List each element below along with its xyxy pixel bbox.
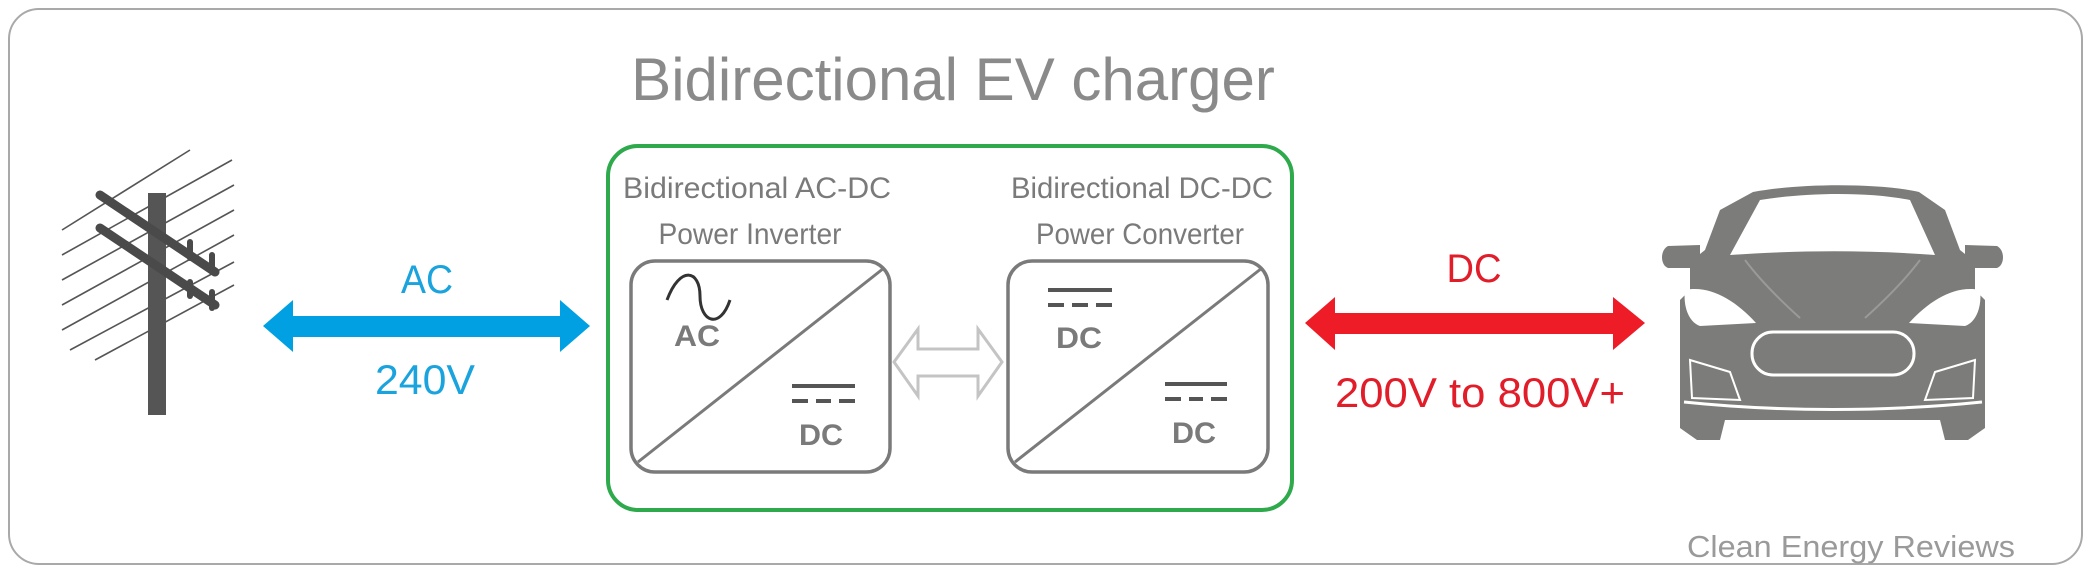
- inverter-label-line2: Power Inverter: [659, 218, 842, 251]
- dc-bidirectional-arrow: [1305, 297, 1645, 350]
- charger-enclosure: [606, 144, 1294, 512]
- sine-wave-icon: [665, 273, 732, 321]
- dc-voltage-label: 200V to 800V+: [1335, 369, 1625, 416]
- ac-voltage-label: 240V: [375, 356, 475, 403]
- dc-label: DC: [1447, 247, 1502, 291]
- converter-dc-input-label: DC: [1056, 322, 1102, 355]
- converter-label-line1: Bidirectional DC-DC: [1011, 172, 1273, 205]
- watermark: Clean Energy Reviews: [1687, 529, 2015, 564]
- converter-label-line2: Power Converter: [1036, 218, 1244, 251]
- inverter-dc-label: DC: [799, 419, 843, 452]
- converter-dc-output-label: DC: [1172, 417, 1216, 450]
- converter-block: DC DC: [1006, 259, 1270, 474]
- electric-car-icon: [1662, 185, 2003, 440]
- ac-bidirectional-arrow: [263, 300, 590, 352]
- diagram-title: Bidirectional EV charger: [631, 46, 1275, 113]
- inverter-ac-label: AC: [674, 320, 720, 353]
- dc-symbol-icon: [1165, 382, 1227, 401]
- dc-symbol-icon: [1048, 288, 1112, 307]
- internal-dc-link-arrow: [892, 324, 1004, 401]
- utility-pole-icon: [61, 149, 235, 415]
- inverter-block: AC DC: [629, 259, 892, 474]
- ac-label: AC: [401, 258, 453, 302]
- dc-symbol-icon: [792, 384, 855, 403]
- inverter-label-line1: Bidirectional AC-DC: [623, 172, 891, 205]
